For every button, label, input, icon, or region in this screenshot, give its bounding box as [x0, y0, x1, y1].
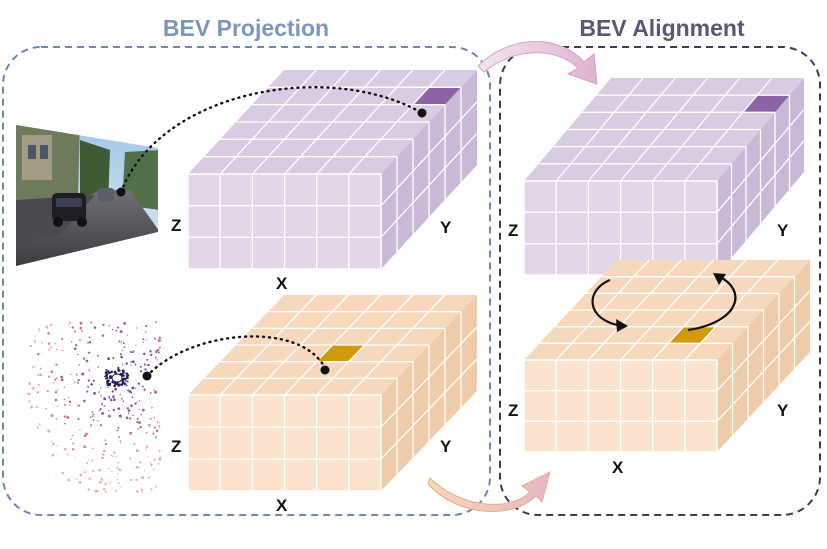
aligned-lidar-y-label: Y: [777, 401, 789, 420]
lidar-cube-z-label: Z: [171, 437, 181, 456]
camera-cube-y-label: Y: [440, 218, 452, 237]
lidar-source-dot: [142, 371, 152, 381]
camera-transfer-arrow: [477, 41, 598, 85]
lidar-cube-x-label: X: [276, 496, 288, 515]
alignment-title: BEV Alignment: [579, 15, 745, 41]
camera-bev-cube: [187, 69, 478, 270]
lidar-bev-cube: [187, 294, 478, 492]
alignment-arrowhead-up: [713, 273, 726, 285]
aligned-lidar-x-label: X: [612, 458, 624, 477]
alignment-arrow-up: [687, 275, 737, 332]
camera-source-dot: [116, 187, 126, 197]
lidar-transfer-arrow: [427, 471, 551, 512]
aligned-camera-z-label: Z: [508, 221, 518, 240]
street-camera-image: [16, 125, 158, 266]
camera-target-dot: [417, 108, 427, 118]
camera-projection-path: [119, 86, 424, 194]
alignment-panel: [499, 46, 821, 516]
alignment-arrow-down: [591, 278, 623, 328]
projection-panel: [2, 46, 491, 516]
aligned-lidar-bev-cube: [523, 259, 811, 453]
aligned-lidar-z-label: Z: [508, 401, 518, 420]
lidar-point-cloud-image: [27, 321, 162, 496]
lidar-projection-path: [145, 335, 327, 378]
aligned-camera-bev-cube: [523, 77, 805, 276]
camera-cube-z-label: Z: [171, 216, 181, 235]
aligned-camera-y-label: Y: [777, 221, 789, 240]
lidar-cube-y-label: Y: [440, 437, 452, 456]
lidar-target-dot: [320, 365, 330, 375]
camera-cube-x-label: X: [276, 274, 288, 293]
projection-title: BEV Projection: [163, 15, 329, 41]
alignment-arrowhead-down: [616, 319, 628, 332]
